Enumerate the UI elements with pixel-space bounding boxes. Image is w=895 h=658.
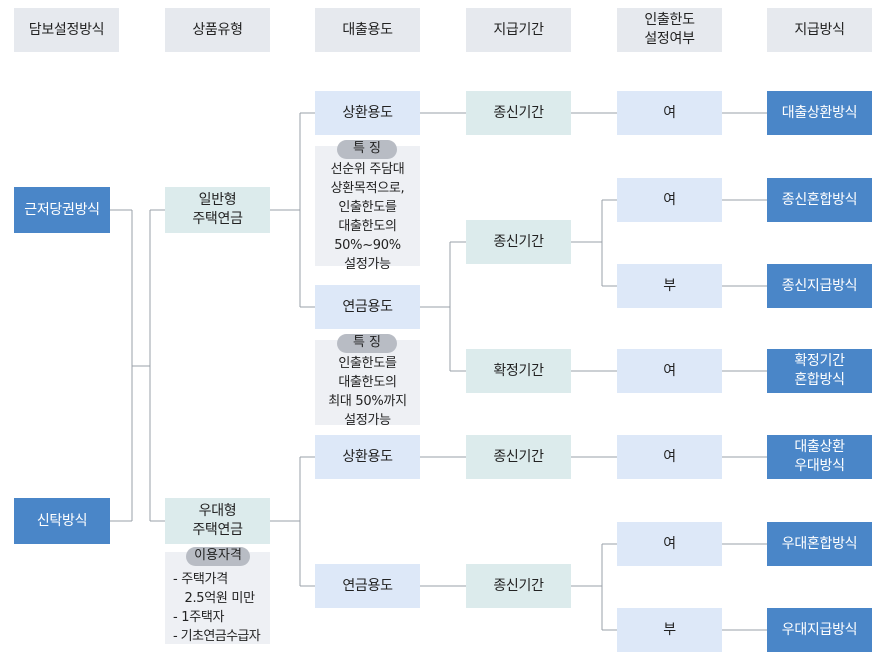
product-preferential-line-2: 주택연금 [192,522,243,538]
limit-3: 부 [617,264,722,308]
header-product-label: 상품유형 [192,21,243,38]
limit-7-label: 부 [663,621,676,638]
purpose-repay-preferential: 상환용도 [315,435,420,479]
limit-4: 여 [617,349,722,393]
period-3-label: 확정기간 [493,362,544,379]
limit-2: 여 [617,178,722,222]
feature1-line-1: 선순위 주담대 [330,162,405,177]
product-general-line-2: 주택연금 [192,211,243,227]
feature1-line-4: 대출한도의 [338,219,397,234]
method-4-line-1: 확정기간 [794,353,845,369]
limit-2-label: 여 [663,191,676,208]
product-preferential-line-1: 우대형 [198,503,237,519]
period-5: 종신기간 [466,564,571,608]
limit-5-label: 여 [663,448,676,465]
feature-pill-1: 특 징 [337,140,397,159]
header-purpose: 대출용도 [315,8,420,52]
purpose-pension-preferential: 연금용도 [315,564,420,608]
header-method-label: 지급방식 [794,21,845,38]
header-period: 지급기간 [466,8,571,52]
header-method: 지급방식 [767,8,872,52]
method-3: 종신지급방식 [767,264,872,308]
period-4-label: 종신기간 [493,448,544,465]
feature1-line-2: 상환목적으로, [330,181,405,196]
purpose-repay-general: 상환용도 [315,91,420,135]
limit-1: 여 [617,91,722,135]
eligibility-note: - 주택가격 2.5억원 미만 - 1주택자 - 기초연금수급자 [165,552,270,644]
feature-note-2: 인출한도를 대출한도의 최대 50%까지 설정가능 [315,340,420,428]
method-5-line-2: 우대방식 [794,458,845,474]
feature-pill-1-label: 특 징 [352,141,382,156]
purpose-pension-general: 연금용도 [315,285,420,329]
limit-1-label: 여 [663,104,676,121]
method-6: 우대혼합방식 [767,522,872,566]
header-purpose-label: 대출용도 [342,21,393,38]
limit-3-label: 부 [663,277,676,294]
header-period-label: 지급기간 [493,21,544,38]
limit-7: 부 [617,608,722,652]
period-1: 종신기간 [466,91,571,135]
method-7-label: 우대지급방식 [781,621,858,638]
period-4: 종신기간 [466,435,571,479]
product-general-line-1: 일반형 [198,192,237,208]
purpose-pension-general-label: 연금용도 [342,298,393,315]
feature-note-1: 선순위 주담대 상환목적으로, 인출한도를 대출한도의 50%~90% 설정가능 [315,146,420,272]
method-6-label: 우대혼합방식 [781,535,858,552]
method-1: 대출상환방식 [767,91,872,135]
feature-pill-2-label: 특 징 [352,335,382,350]
period-2: 종신기간 [466,220,571,264]
method-5-line-1: 대출상환 [794,439,845,455]
feature1-line-5: 50%~90% [334,238,401,253]
feature-pill-2: 특 징 [337,334,397,353]
method-1-label: 대출상환방식 [781,104,858,121]
limit-5: 여 [617,435,722,479]
feature2-line-3: 최대 50%까지 [328,394,407,409]
header-limit-line-1: 인출한도 [644,12,695,28]
limit-4-label: 여 [663,362,676,379]
period-5-label: 종신기간 [493,577,544,594]
product-preferential: 우대형 주택연금 [165,498,270,544]
method-3-label: 종신지급방식 [781,277,858,294]
feature2-line-1: 인출한도를 [338,356,397,371]
method-2: 종신혼합방식 [767,178,872,222]
product-general: 일반형 주택연금 [165,187,270,233]
period-3: 확정기간 [466,349,571,393]
eligibility-pill-label: 이용자격 [194,548,242,563]
feature2-line-2: 대출한도의 [338,375,397,390]
header-limit: 인출한도 설정여부 [617,8,722,52]
eligibility-pill: 이용자격 [186,547,250,566]
purpose-repay-general-label: 상환용도 [342,104,393,121]
purpose-pension-preferential-label: 연금용도 [342,577,393,594]
method-5: 대출상환 우대방식 [767,435,872,479]
header-limit-line-2: 설정여부 [644,31,695,47]
period-1-label: 종신기간 [493,104,544,121]
feature2-line-4: 설정가능 [344,413,391,428]
method-4-line-2: 혼합방식 [794,372,845,388]
collateral-trust: 신탁방식 [14,498,110,544]
purpose-repay-preferential-label: 상환용도 [342,448,393,465]
limit-6-label: 여 [663,535,676,552]
method-2-label: 종신혼합방식 [781,191,858,208]
method-7: 우대지급방식 [767,608,872,652]
period-2-label: 종신기간 [493,233,544,250]
eligibility-line-3: - 1주택자 [173,610,225,625]
collateral-mortgage: 근저당권방식 [14,187,110,233]
collateral-mortgage-label: 근저당권방식 [24,201,100,218]
feature1-line-6: 설정가능 [344,257,391,272]
feature1-line-3: 인출한도를 [338,200,397,215]
method-4: 확정기간 혼합방식 [767,349,872,393]
eligibility-line-1: - 주택가격 [173,572,228,587]
limit-6: 여 [617,522,722,566]
eligibility-line-2: 2.5억원 미만 [173,591,255,606]
eligibility-line-4: - 기초연금수급자 [173,629,261,644]
header-collateral: 담보설정방식 [14,8,119,52]
header-product: 상품유형 [165,8,270,52]
collateral-trust-label: 신탁방식 [36,512,88,529]
header-collateral-label: 담보설정방식 [28,21,105,38]
